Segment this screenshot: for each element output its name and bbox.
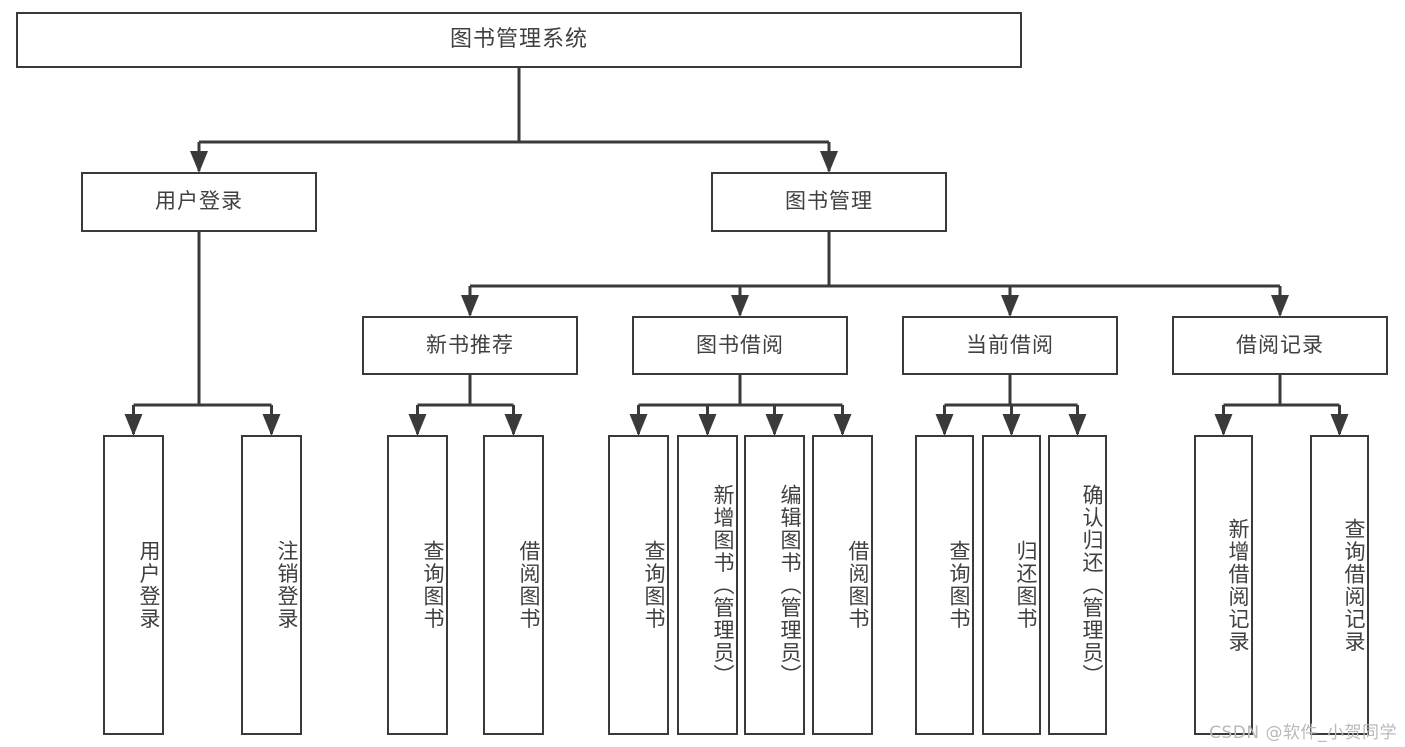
node-book-manage-label: 图书管理: [785, 189, 873, 214]
arrow-head-book-manage-0: [461, 295, 479, 317]
node-leaf-add-book-label: 新增图书（管理员）: [711, 483, 735, 687]
node-user-login[interactable]: 用户登录: [81, 172, 317, 232]
arrow-head-book-manage-2: [1001, 295, 1019, 317]
node-leaf-return-book[interactable]: 归还图书: [982, 435, 1041, 735]
node-user-login-label: 用户登录: [155, 189, 243, 214]
node-book-borrow[interactable]: 图书借阅: [632, 316, 848, 375]
arrow-head-user-login-1: [262, 414, 281, 436]
node-current-borrow-label: 当前借阅: [966, 332, 1054, 357]
watermark-text: CSDN @软件_小贺同学: [1209, 723, 1397, 743]
node-leaf-borrow-book-1-label: 借阅图书: [517, 540, 541, 630]
node-book-borrow-label: 图书借阅: [696, 332, 784, 357]
node-leaf-borrow-book-2-label: 借阅图书: [846, 540, 870, 630]
node-leaf-confirm-return-label: 确认归还（管理员）: [1080, 483, 1104, 687]
arrow-head-current-borrow-0: [935, 414, 954, 436]
node-current-borrow[interactable]: 当前借阅: [902, 316, 1118, 375]
node-leaf-query-book-3[interactable]: 查询图书: [915, 435, 974, 735]
arrow-head-new-book-rec-1: [504, 414, 523, 436]
arrow-head-book-borrow-0: [629, 414, 648, 436]
node-leaf-user-login[interactable]: 用户登录: [103, 435, 164, 735]
node-leaf-add-record-label: 新增借阅记录: [1226, 517, 1250, 653]
node-book-manage[interactable]: 图书管理: [711, 172, 947, 232]
node-leaf-query-book-2[interactable]: 查询图书: [608, 435, 669, 735]
arrow-head-current-borrow-1: [1002, 414, 1021, 436]
arrow-head-book-manage-3: [1271, 295, 1289, 317]
node-leaf-user-login-label: 用户登录: [137, 540, 161, 630]
node-new-book-rec[interactable]: 新书推荐: [362, 316, 578, 375]
node-leaf-borrow-book-1[interactable]: 借阅图书: [483, 435, 544, 735]
node-leaf-query-record-label: 查询借阅记录: [1342, 517, 1366, 653]
arrow-head-book-borrow-3: [833, 414, 852, 436]
arrow-head-book-manage-1: [731, 295, 749, 317]
node-leaf-borrow-book-2[interactable]: 借阅图书: [812, 435, 873, 735]
node-leaf-add-record[interactable]: 新增借阅记录: [1194, 435, 1253, 735]
node-leaf-add-book[interactable]: 新增图书（管理员）: [677, 435, 738, 735]
node-new-book-rec-label: 新书推荐: [426, 332, 514, 357]
node-leaf-confirm-return[interactable]: 确认归还（管理员）: [1048, 435, 1107, 735]
node-leaf-query-record[interactable]: 查询借阅记录: [1310, 435, 1369, 735]
node-root-图书管理系统-label: 图书管理系统: [449, 26, 588, 52]
arrow-head-book-borrow-2: [765, 414, 784, 436]
arrow-head-root-0: [190, 151, 208, 173]
node-leaf-edit-book-label: 编辑图书（管理员）: [778, 483, 802, 687]
node-leaf-logout-label: 注销登录: [275, 540, 299, 630]
node-borrow-record-label: 借阅记录: [1236, 332, 1324, 357]
arrow-head-new-book-rec-0: [408, 414, 427, 436]
node-borrow-record[interactable]: 借阅记录: [1172, 316, 1388, 375]
node-leaf-query-book-1-label: 查询图书: [421, 540, 445, 630]
node-leaf-query-book-1[interactable]: 查询图书: [387, 435, 448, 735]
arrow-head-root-1: [820, 151, 838, 173]
arrow-head-current-borrow-2: [1068, 414, 1087, 436]
node-leaf-logout[interactable]: 注销登录: [241, 435, 302, 735]
arrow-head-borrow-record-1: [1330, 414, 1349, 436]
node-root-图书管理系统[interactable]: 图书管理系统: [16, 12, 1022, 68]
node-leaf-edit-book[interactable]: 编辑图书（管理员）: [744, 435, 805, 735]
arrow-head-borrow-record-0: [1214, 414, 1233, 436]
node-leaf-query-book-2-label: 查询图书: [642, 540, 666, 630]
arrow-head-book-borrow-1: [698, 414, 717, 436]
arrow-head-user-login-0: [124, 414, 143, 436]
node-leaf-query-book-3-label: 查询图书: [947, 540, 971, 630]
node-leaf-return-book-label: 归还图书: [1014, 540, 1038, 630]
